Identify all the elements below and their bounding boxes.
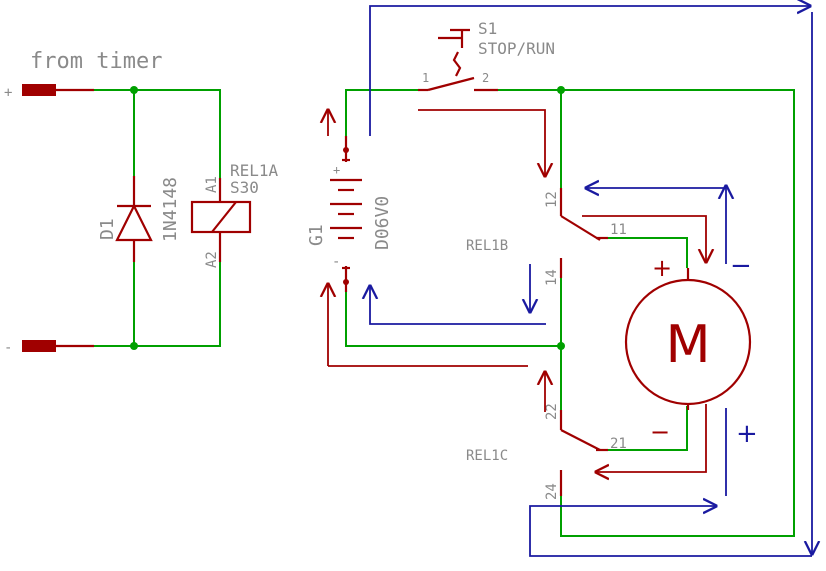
d1-label: D1	[97, 218, 118, 240]
s1-pin2: 2	[482, 71, 489, 85]
s1-label: S1	[478, 19, 497, 38]
relay-coil-rel1a	[190, 178, 252, 262]
motor-minus-mark: −	[650, 418, 670, 446]
wire-battery-plus	[345, 89, 418, 136]
diode-d1	[115, 176, 153, 262]
rel1a-value: S30	[230, 178, 259, 197]
flow-red-to-motor	[582, 215, 706, 262]
input-minus-label: -	[4, 340, 12, 356]
pin11-label: 11	[610, 222, 627, 238]
reverse-minus-mark: −	[730, 251, 752, 281]
motor-label: M	[666, 315, 711, 375]
flow-blue-bottom	[529, 506, 812, 557]
flow-red-to-rel1b	[418, 109, 545, 176]
pin14-label: 14	[544, 269, 560, 286]
battery-plus-mark: +	[333, 163, 340, 177]
motor-plus-mark: +	[652, 254, 672, 282]
wire-minus-rail	[94, 262, 221, 347]
battery-minus-mark: -	[332, 254, 340, 270]
s1-pin1: 1	[422, 71, 429, 85]
junction-minus	[130, 342, 138, 350]
a1-label: A1	[204, 176, 220, 193]
flow-blue-return	[370, 286, 546, 325]
input-minus-pad	[22, 340, 56, 352]
pin21-label: 21	[610, 436, 627, 452]
switch-s1	[418, 28, 498, 92]
reverse-plus-mark: +	[736, 419, 758, 449]
wire-motor-plus	[608, 237, 688, 268]
g1-label: G1	[306, 224, 327, 246]
relay-contact-rel1c	[559, 410, 608, 496]
wire-plus-rail	[94, 89, 221, 178]
pin24-label: 24	[544, 483, 560, 500]
junction-mid	[557, 342, 565, 350]
junction-plus	[130, 86, 138, 94]
wire-main-loop	[498, 89, 795, 537]
pin12-label: 12	[544, 191, 560, 208]
pin22-label: 22	[544, 403, 560, 420]
battery-g1	[330, 136, 362, 292]
input-plus-pad	[22, 84, 56, 96]
a2-label: A2	[204, 251, 220, 268]
from-timer-label: from timer	[30, 49, 162, 74]
junction-top	[557, 86, 565, 94]
d1-value: 1N4148	[160, 177, 181, 242]
flow-blue-top	[369, 6, 810, 136]
input-plus-label: +	[4, 85, 12, 101]
s1-value: STOP/RUN	[478, 39, 555, 58]
rel1a-label: REL1A	[230, 161, 279, 180]
rel1b-label: REL1B	[466, 238, 508, 254]
relay-contact-rel1b	[559, 188, 608, 278]
rel1c-label: REL1C	[466, 448, 508, 464]
motor	[624, 268, 752, 410]
wire-motor-minus	[608, 406, 688, 451]
g1-value: D06V0	[372, 196, 393, 250]
wire-battery-minus	[345, 292, 561, 347]
flow-red-from-motor	[596, 404, 707, 472]
